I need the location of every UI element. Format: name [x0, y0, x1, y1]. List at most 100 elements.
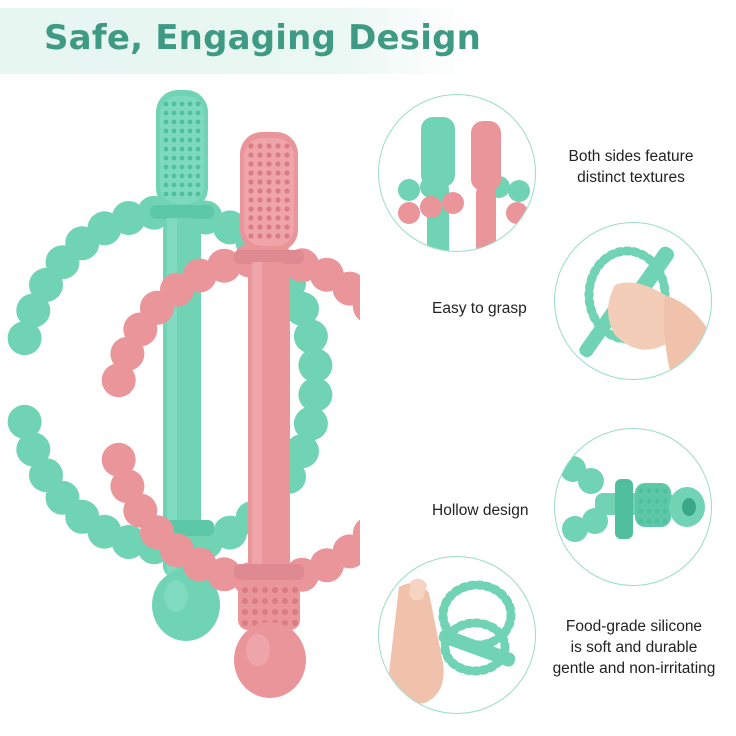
- bristle: [171, 137, 177, 143]
- bristle: [242, 609, 248, 615]
- teether-bead: [285, 434, 319, 469]
- bristle: [195, 128, 201, 134]
- teether-bead: [29, 458, 63, 493]
- bristle: [195, 155, 201, 161]
- bristle: [266, 233, 272, 239]
- hero-teether-image: [7, 90, 360, 698]
- teether-bead: [298, 377, 333, 412]
- bristle: [163, 146, 169, 152]
- grasp-photo-icon: [579, 246, 711, 375]
- bristle: [163, 173, 169, 179]
- bristle: [275, 143, 281, 149]
- bristle: [195, 191, 201, 197]
- bristle: [179, 128, 185, 134]
- bristle: [163, 164, 169, 170]
- bristle: [262, 587, 268, 593]
- bristle: [257, 224, 263, 230]
- bristle: [266, 224, 272, 230]
- bristle: [292, 620, 298, 626]
- teether-bead: [332, 271, 360, 306]
- bristle: [248, 170, 254, 176]
- bristle: [195, 110, 201, 116]
- bristle: [266, 152, 272, 158]
- teether-bead: [101, 363, 136, 398]
- bristle: [262, 598, 268, 604]
- feature-caption-textures: Both sides feature distinct textures: [568, 148, 694, 186]
- bristle: [171, 155, 177, 161]
- bristle: [266, 161, 272, 167]
- feature-caption-hollow: Hollow design: [432, 502, 529, 519]
- feature-circle-textures: [378, 94, 536, 252]
- bristle: [282, 609, 288, 615]
- bristle: [272, 587, 278, 593]
- bristle: [275, 233, 281, 239]
- bristle: [257, 161, 263, 167]
- bristle: [266, 197, 272, 203]
- bristle: [163, 191, 169, 197]
- bristle: [275, 188, 281, 194]
- bristle: [248, 197, 254, 203]
- teether-bead: [110, 469, 145, 504]
- bristle: [242, 620, 248, 626]
- bristle: [284, 224, 290, 230]
- bristle: [284, 179, 290, 185]
- bristle: [248, 224, 254, 230]
- bristle: [282, 587, 288, 593]
- bristle: [252, 609, 258, 615]
- teether-bead: [101, 442, 136, 477]
- bristle: [248, 152, 254, 158]
- bristle: [187, 191, 193, 197]
- bristle: [171, 110, 177, 116]
- bristle: [195, 164, 201, 170]
- feature-circle-silicone: [378, 556, 536, 714]
- teether-bead: [298, 348, 333, 383]
- bristle: [284, 152, 290, 158]
- bristle: [272, 609, 278, 615]
- bristle: [179, 155, 185, 161]
- bristle: [171, 128, 177, 134]
- teether-bead: [7, 321, 42, 356]
- bristle: [179, 182, 185, 188]
- bristle: [282, 620, 288, 626]
- feature-caption-silicone: Food-grade silicone is soft and durable …: [552, 618, 716, 677]
- bristle: [179, 101, 185, 107]
- bristle: [292, 609, 298, 615]
- bristle: [187, 182, 193, 188]
- bristle: [195, 101, 201, 107]
- bristle: [179, 119, 185, 125]
- teether-bead: [285, 291, 319, 326]
- bristle: [187, 173, 193, 179]
- bristle: [275, 197, 281, 203]
- bristle: [187, 155, 193, 161]
- bristle: [284, 206, 290, 212]
- bristle: [163, 101, 169, 107]
- teether-bead: [207, 248, 242, 283]
- bristle: [252, 620, 258, 626]
- bristle: [179, 164, 185, 170]
- bristle: [266, 179, 272, 185]
- bristle: [266, 143, 272, 149]
- bristle: [195, 146, 201, 152]
- bristle: [195, 173, 201, 179]
- bristle: [187, 146, 193, 152]
- bristle: [171, 164, 177, 170]
- bristle: [179, 137, 185, 143]
- bristle: [257, 206, 263, 212]
- bristle: [187, 137, 193, 143]
- bristle: [257, 179, 263, 185]
- bristle: [195, 137, 201, 143]
- bristle: [272, 598, 278, 604]
- bristle: [248, 179, 254, 185]
- bristle: [163, 155, 169, 161]
- bristle: [248, 143, 254, 149]
- bristle: [275, 170, 281, 176]
- bristle: [275, 215, 281, 221]
- bristle: [284, 143, 290, 149]
- bristle: [179, 146, 185, 152]
- bristle: [242, 598, 248, 604]
- bristle: [292, 587, 298, 593]
- bristle: [284, 188, 290, 194]
- teether-bead: [7, 404, 42, 439]
- bristle: [252, 587, 258, 593]
- bristle: [248, 215, 254, 221]
